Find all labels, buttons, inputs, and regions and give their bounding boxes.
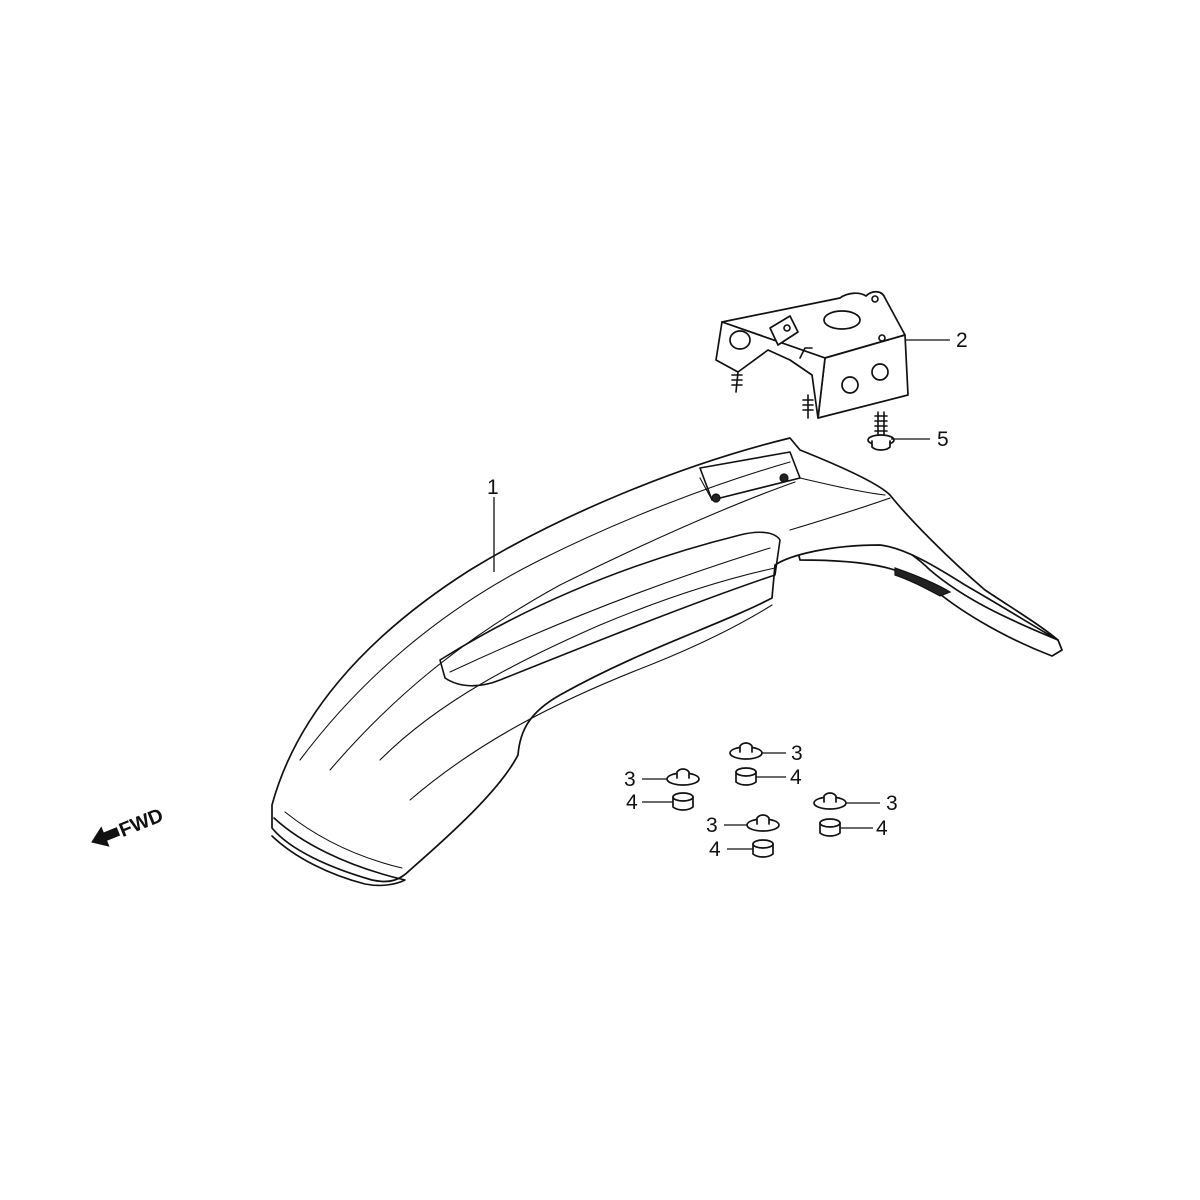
callout-4: 4 [626, 791, 638, 814]
callout-3: 3 [886, 792, 898, 815]
callout-3: 3 [624, 768, 636, 791]
callout-4: 4 [876, 817, 888, 840]
collar [729, 742, 763, 760]
callout-3: 3 [791, 742, 803, 765]
forward-arrow-icon [91, 826, 121, 847]
fender-recessed-panel [439, 531, 781, 687]
flange-bolt [867, 411, 895, 451]
fender-front-lip [271, 817, 406, 887]
collar [813, 792, 847, 810]
leader-lines [493, 339, 950, 850]
collar [746, 814, 780, 832]
stay-large-hole [823, 310, 861, 330]
forward-indicator: FWD [91, 804, 167, 847]
callout-2: 2 [956, 329, 968, 352]
fender-body [271, 437, 1059, 883]
front-fender [271, 437, 1063, 887]
fwd-label: FWD [116, 804, 166, 841]
fender-stay [715, 290, 909, 419]
callout-3: 3 [706, 814, 718, 837]
callout-4: 4 [790, 766, 802, 789]
fender-rear-inner-shadow [894, 567, 952, 597]
mount-hole [779, 473, 789, 483]
callout-1: 1 [487, 476, 499, 499]
callout-5: 5 [937, 428, 949, 451]
nut [819, 818, 841, 837]
callout-4: 4 [709, 838, 721, 861]
stay-top-plate [721, 290, 906, 359]
nut [672, 792, 694, 811]
mount-hole [711, 493, 721, 503]
nut [735, 767, 757, 786]
nut [752, 839, 774, 858]
collar [666, 768, 700, 786]
